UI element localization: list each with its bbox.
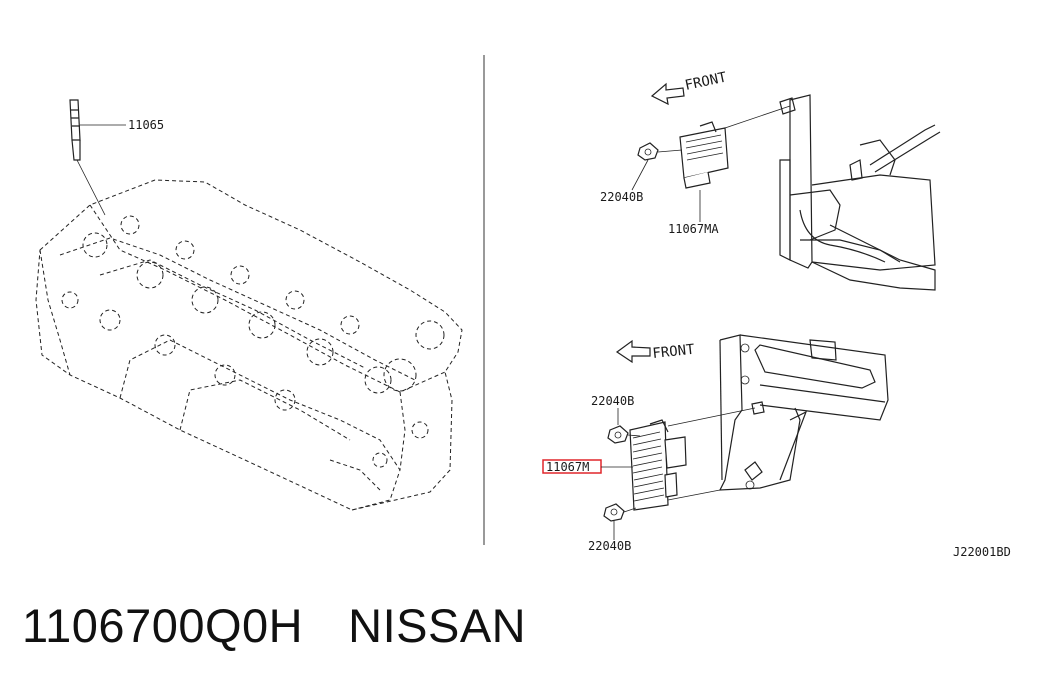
label-module-highlighted: 11067M	[546, 460, 589, 474]
spark-plug-part	[69, 99, 106, 216]
cylinder-head-drawing	[35, 99, 463, 511]
relay-bracket-top	[631, 94, 941, 291]
front-arrow-top	[650, 82, 685, 106]
label-spark-plug: 11065	[128, 118, 164, 132]
label-nut-top: 22040B	[600, 190, 643, 204]
front-arrow-bottom	[615, 339, 651, 364]
front-mark-bottom: FRONT	[652, 342, 696, 362]
brand-name: NISSAN	[348, 599, 527, 652]
label-nut-mid: 22040B	[591, 394, 634, 408]
label-nut-bottom: 22040B	[588, 539, 631, 553]
glow-module-bracket	[603, 334, 889, 540]
part-caption: 1106700Q0H NISSAN	[22, 598, 526, 653]
label-relay-top: 11067MA	[668, 222, 719, 236]
front-mark-top: FRONT	[684, 69, 729, 94]
highlight-box	[542, 459, 602, 474]
drawing-code: J22001BD	[953, 545, 1011, 559]
part-number: 1106700Q0H	[22, 599, 304, 652]
